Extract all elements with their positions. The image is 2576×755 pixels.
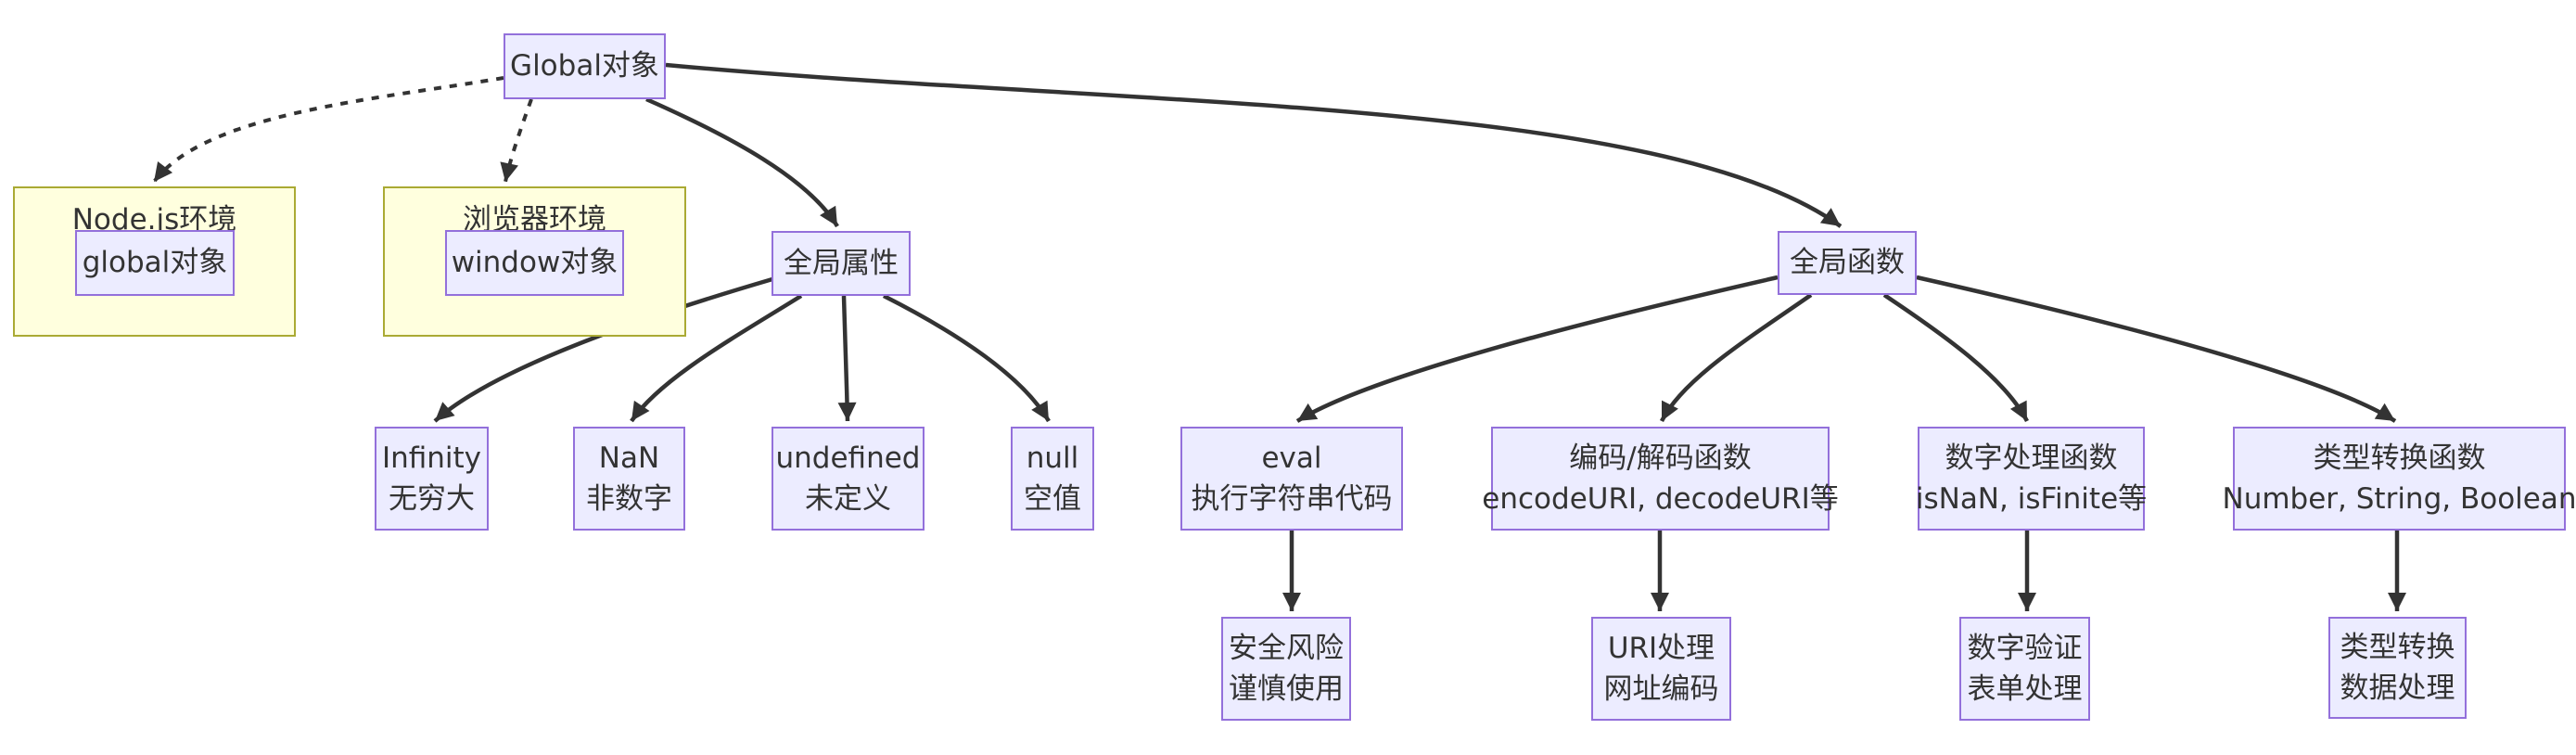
node-undefined: undefined 未定义 [772,427,925,531]
node-global-funcs: 全局函数 [1778,231,1917,295]
node-label-line: 空值 [1024,482,1081,516]
node-label-line: 谨慎使用 [1229,672,1344,706]
node-nan: NaN 非数字 [573,427,685,531]
node-label-line: window对象 [451,246,618,280]
node-label-line: 类型转换函数 [2313,441,2486,475]
node-label-line: URI处理 [1607,631,1715,665]
edge-global-funcs-to-number-fns [1882,293,2029,423]
node-global-props: 全局属性 [772,231,911,296]
node-label-line: isNaN, isFinite等 [1915,482,2148,516]
node-label-line: 未定义 [805,482,891,516]
edge-global-props-to-undefined [837,295,857,422]
edge-global-props-to-null [882,293,1051,423]
node-eval: eval 执行字符串代码 [1180,427,1403,531]
node-label-line: null [1026,441,1079,475]
edge-global-funcs-to-eval [1295,275,1779,423]
node-null: null 空值 [1011,427,1094,531]
node-global-obj: Global对象 [504,33,666,99]
node-label-line: 类型转换 [2340,630,2455,664]
node-label-line: 全局函数 [1790,246,1905,280]
node-window-obj: window对象 [445,230,624,296]
node-label-line: 无穷大 [389,482,475,516]
node-label-line: 数据处理 [2340,672,2455,705]
node-label-line: 全局属性 [784,246,899,280]
node-global-node: global对象 [75,230,235,296]
node-label-line: Number, String, Boolean [2222,482,2576,516]
node-label-line: encodeURI, decodeURI等 [1482,482,1839,516]
node-label-line: 编码/解码函数 [1569,441,1752,475]
node-label-line: undefined [775,441,921,475]
node-type-convert: 类型转换数据处理 [2328,617,2467,719]
edge-global-funcs-to-encode-fns [1659,293,1813,423]
node-label-line: 非数字 [586,482,672,516]
node-label-line: 表单处理 [1967,672,2083,706]
node-label-line: global对象 [82,246,228,280]
node-label-line: 数字处理函数 [1945,441,2118,475]
edges-group [152,62,2406,611]
node-label-line: 网址编码 [1603,672,1719,706]
node-type-fns: 类型转换函数 Number, String, Boolean [2223,427,2576,531]
node-number-fns: 数字处理函数 isNaN, isFinite等 [1915,427,2148,531]
node-label-line: 执行字符串代码 [1191,482,1393,516]
node-uri: URI处理网址编码 [1591,617,1731,721]
node-label-line: Global对象 [510,49,659,83]
node-num-validate: 数字验证表单处理 [1959,617,2090,721]
node-label-line: Infinity [381,441,482,475]
node-security: 安全风险谨慎使用 [1221,617,1351,721]
edge-global-obj-to-global-funcs [665,62,1843,228]
node-infinity: Infinity 无穷大 [375,427,489,531]
node-encode-fns: 编码/解码函数 encodeURI, decodeURI等 [1482,427,1839,531]
node-label-line: 安全风险 [1229,631,1344,665]
edge-global-props-to-infinity [433,276,773,423]
edge-global-funcs-to-type-fns [1916,275,2397,423]
node-label-line: 数字验证 [1967,631,2083,665]
node-label-line: NaN [598,441,660,475]
edge-global-props-to-nan [630,294,803,423]
edge-global-obj-to-global-props [645,96,839,228]
edge-global-obj-to-browser-env [500,98,533,183]
edge-global-obj-to-node-env [152,76,504,184]
node-label-line: eval [1261,441,1322,475]
